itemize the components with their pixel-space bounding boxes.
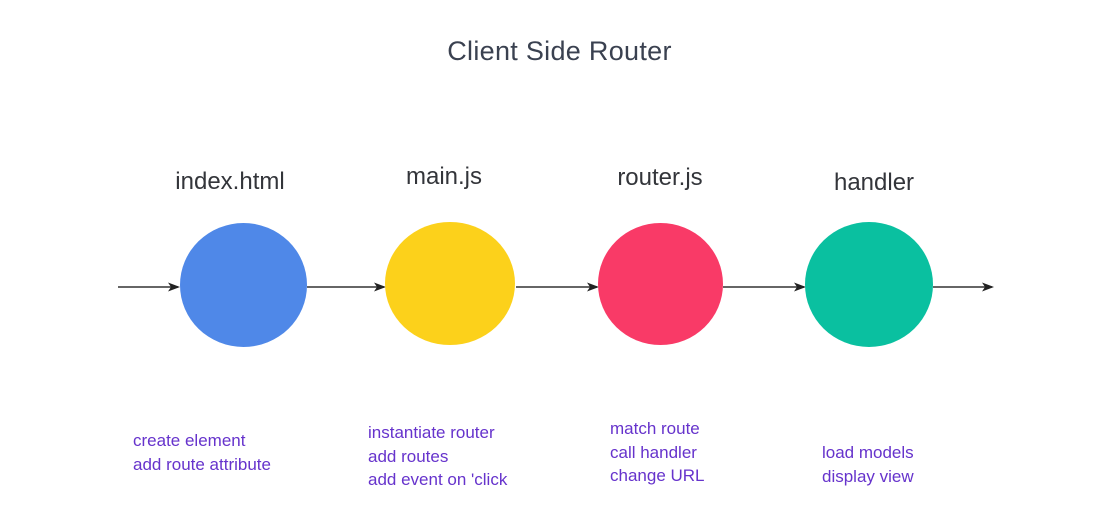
note-line: add route attribute (133, 454, 271, 474)
node-label-handler: handler (833, 169, 915, 196)
node-notes-router-js: match route call handler change URL (610, 417, 705, 488)
note-line: instantiate router (368, 423, 495, 442)
note-line: add event on 'click (368, 470, 508, 489)
node-notes-main-js: instantiate router add routes add event … (368, 421, 507, 492)
note-line: display view (822, 466, 914, 486)
note-line: load models (822, 443, 914, 462)
node-label-main-js: main.js (405, 163, 483, 190)
node-circle-main-js (385, 222, 515, 345)
node-circle-handler (805, 222, 933, 347)
node-notes-handler: load models display view (822, 441, 914, 488)
node-circle-router-js (598, 223, 723, 345)
node-label-router-js: router.js (617, 164, 703, 191)
note-line: change URL (610, 466, 705, 485)
note-line: create element (133, 431, 246, 450)
diagram-title: Client Side Router (447, 36, 672, 66)
node-circle-index-html (180, 223, 307, 347)
note-line: add routes (368, 446, 449, 466)
note-line: match route (610, 419, 700, 438)
node-notes-index-html: create element add route attribute (133, 429, 271, 476)
node-label-index-html: index.html (175, 168, 285, 195)
note-line: call handler (610, 442, 697, 462)
